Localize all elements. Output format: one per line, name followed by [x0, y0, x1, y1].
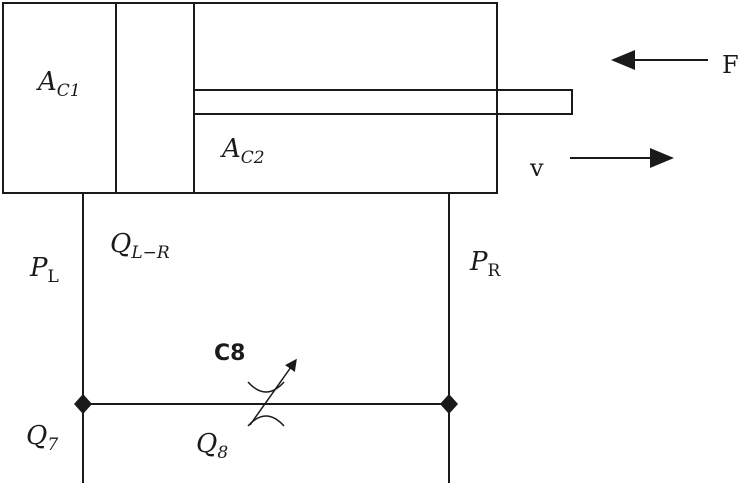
- force-label: F: [722, 51, 739, 79]
- area-c2-label: AC2: [220, 134, 265, 168]
- adjustable-arrow: [249, 358, 297, 426]
- valve-c8-label: C8: [214, 341, 245, 366]
- flow-7-label: Q7: [26, 421, 58, 455]
- cylinder-barrel: [2, 2, 498, 194]
- velocity-label: v: [529, 154, 544, 182]
- right-junction-node: [440, 394, 458, 414]
- flow-8-label: Q8: [196, 429, 228, 463]
- pressure-right-label: PR: [469, 247, 502, 281]
- flow-lr-label: QL−R: [110, 229, 170, 263]
- piston: [115, 2, 195, 194]
- piston-rod: [194, 89, 573, 115]
- throttle-valve-c8: [247, 358, 297, 427]
- area-c1-label: AC1: [36, 67, 81, 101]
- left-junction-node: [74, 394, 92, 414]
- pressure-left-label: PL: [29, 253, 59, 287]
